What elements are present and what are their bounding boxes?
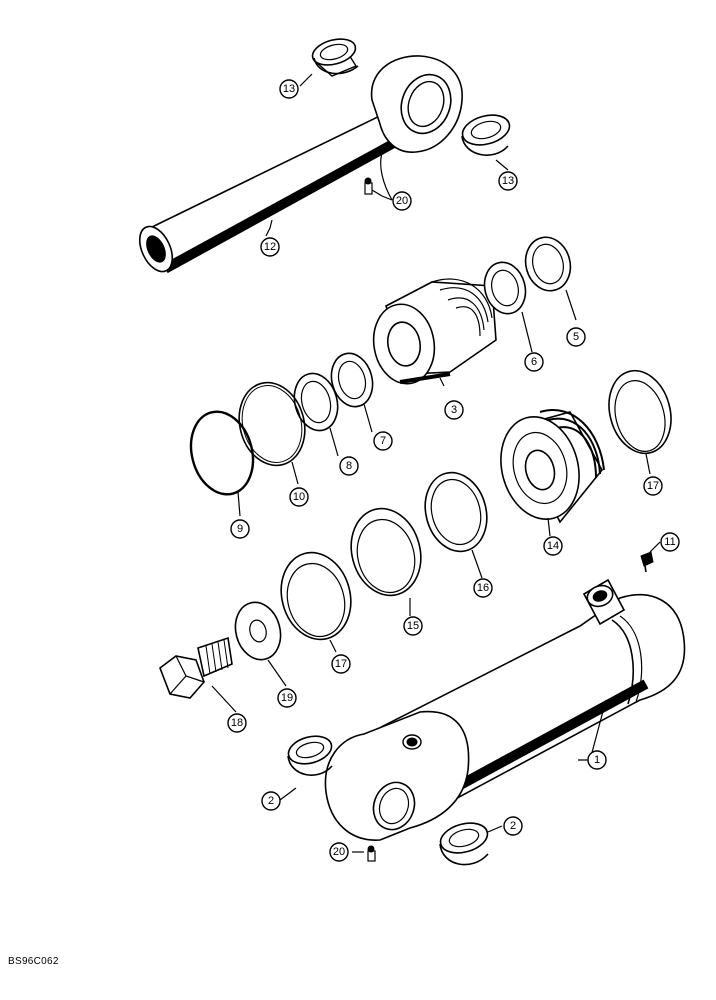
callout-5: 5 <box>566 327 586 347</box>
bushing-13-right <box>461 114 511 156</box>
wear-ring-17-right <box>608 369 672 455</box>
svg-text:6: 6 <box>531 356 537 368</box>
o-ring-8 <box>293 372 339 432</box>
rod-seal-6 <box>483 261 527 315</box>
callout-13-upper: 13 <box>279 79 299 99</box>
cylinder-gland <box>372 278 497 385</box>
svg-text:5: 5 <box>573 331 579 343</box>
svg-text:17: 17 <box>335 658 347 670</box>
svg-text:13: 13 <box>502 175 514 187</box>
bushing-2-right <box>439 822 489 866</box>
washer-19 <box>234 601 282 661</box>
svg-text:16: 16 <box>477 582 489 594</box>
svg-text:13: 13 <box>283 83 295 95</box>
callout-11: 11 <box>660 532 680 552</box>
callout-3: 3 <box>444 400 464 420</box>
svg-text:17: 17 <box>647 480 659 492</box>
piston-bolt-18 <box>159 636 233 699</box>
svg-text:11: 11 <box>664 536 675 548</box>
svg-text:7: 7 <box>380 435 386 447</box>
svg-text:15: 15 <box>407 620 419 632</box>
backup-ring-7 <box>330 352 374 408</box>
grease-fitting-20-upper <box>364 177 373 195</box>
piston-ring-15 <box>350 507 422 597</box>
piston <box>500 409 605 524</box>
callout-20-lower: 20 <box>329 842 349 862</box>
callout-17-right: 17 <box>643 476 663 496</box>
callout-16: 16 <box>473 578 493 598</box>
grease-fitting-20-lower <box>367 845 376 862</box>
svg-text:2: 2 <box>510 820 516 832</box>
callout-2-left: 2 <box>261 791 281 811</box>
callout-15: 15 <box>403 616 423 636</box>
wiper-seal-5 <box>524 236 572 292</box>
leader-lines <box>211 73 661 853</box>
cylinder-barrel <box>324 578 686 841</box>
callout-19: 19 <box>277 688 297 708</box>
callout-17-left: 17 <box>331 654 351 674</box>
callout-10: 10 <box>289 487 309 507</box>
svg-text:2: 2 <box>268 795 274 807</box>
bushing-13-upper <box>311 38 359 77</box>
callout-18: 18 <box>227 713 247 733</box>
callout-12: 12 <box>260 237 280 257</box>
svg-text:8: 8 <box>346 460 352 472</box>
callout-2-right: 2 <box>503 816 523 836</box>
callout-7: 7 <box>373 431 393 451</box>
fitting-11 <box>640 551 654 573</box>
svg-text:19: 19 <box>281 692 293 704</box>
callout-20-upper: 20 <box>392 191 412 211</box>
callout-6: 6 <box>524 352 544 372</box>
callout-13-right: 13 <box>498 171 518 191</box>
svg-text:10: 10 <box>293 491 305 503</box>
backup-ring-10 <box>238 381 306 467</box>
svg-text:1: 1 <box>594 754 600 766</box>
svg-text:14: 14 <box>547 540 559 552</box>
callout-1: 1 <box>587 750 607 770</box>
o-ring-9 <box>189 410 255 496</box>
piston-rod <box>138 55 463 274</box>
callout-14: 14 <box>543 536 563 556</box>
svg-text:9: 9 <box>237 523 243 535</box>
svg-text:20: 20 <box>396 195 408 207</box>
callout-9: 9 <box>230 519 250 539</box>
bushing-2-left <box>287 735 333 776</box>
svg-text:18: 18 <box>231 717 243 729</box>
wear-ring-17-left <box>280 551 352 641</box>
piston-seal-16 <box>424 471 488 553</box>
callout-8: 8 <box>339 456 359 476</box>
svg-text:20: 20 <box>333 846 345 858</box>
svg-text:3: 3 <box>451 404 457 416</box>
drawing-code: BS96C062 <box>8 956 59 967</box>
svg-text:12: 12 <box>264 241 276 253</box>
